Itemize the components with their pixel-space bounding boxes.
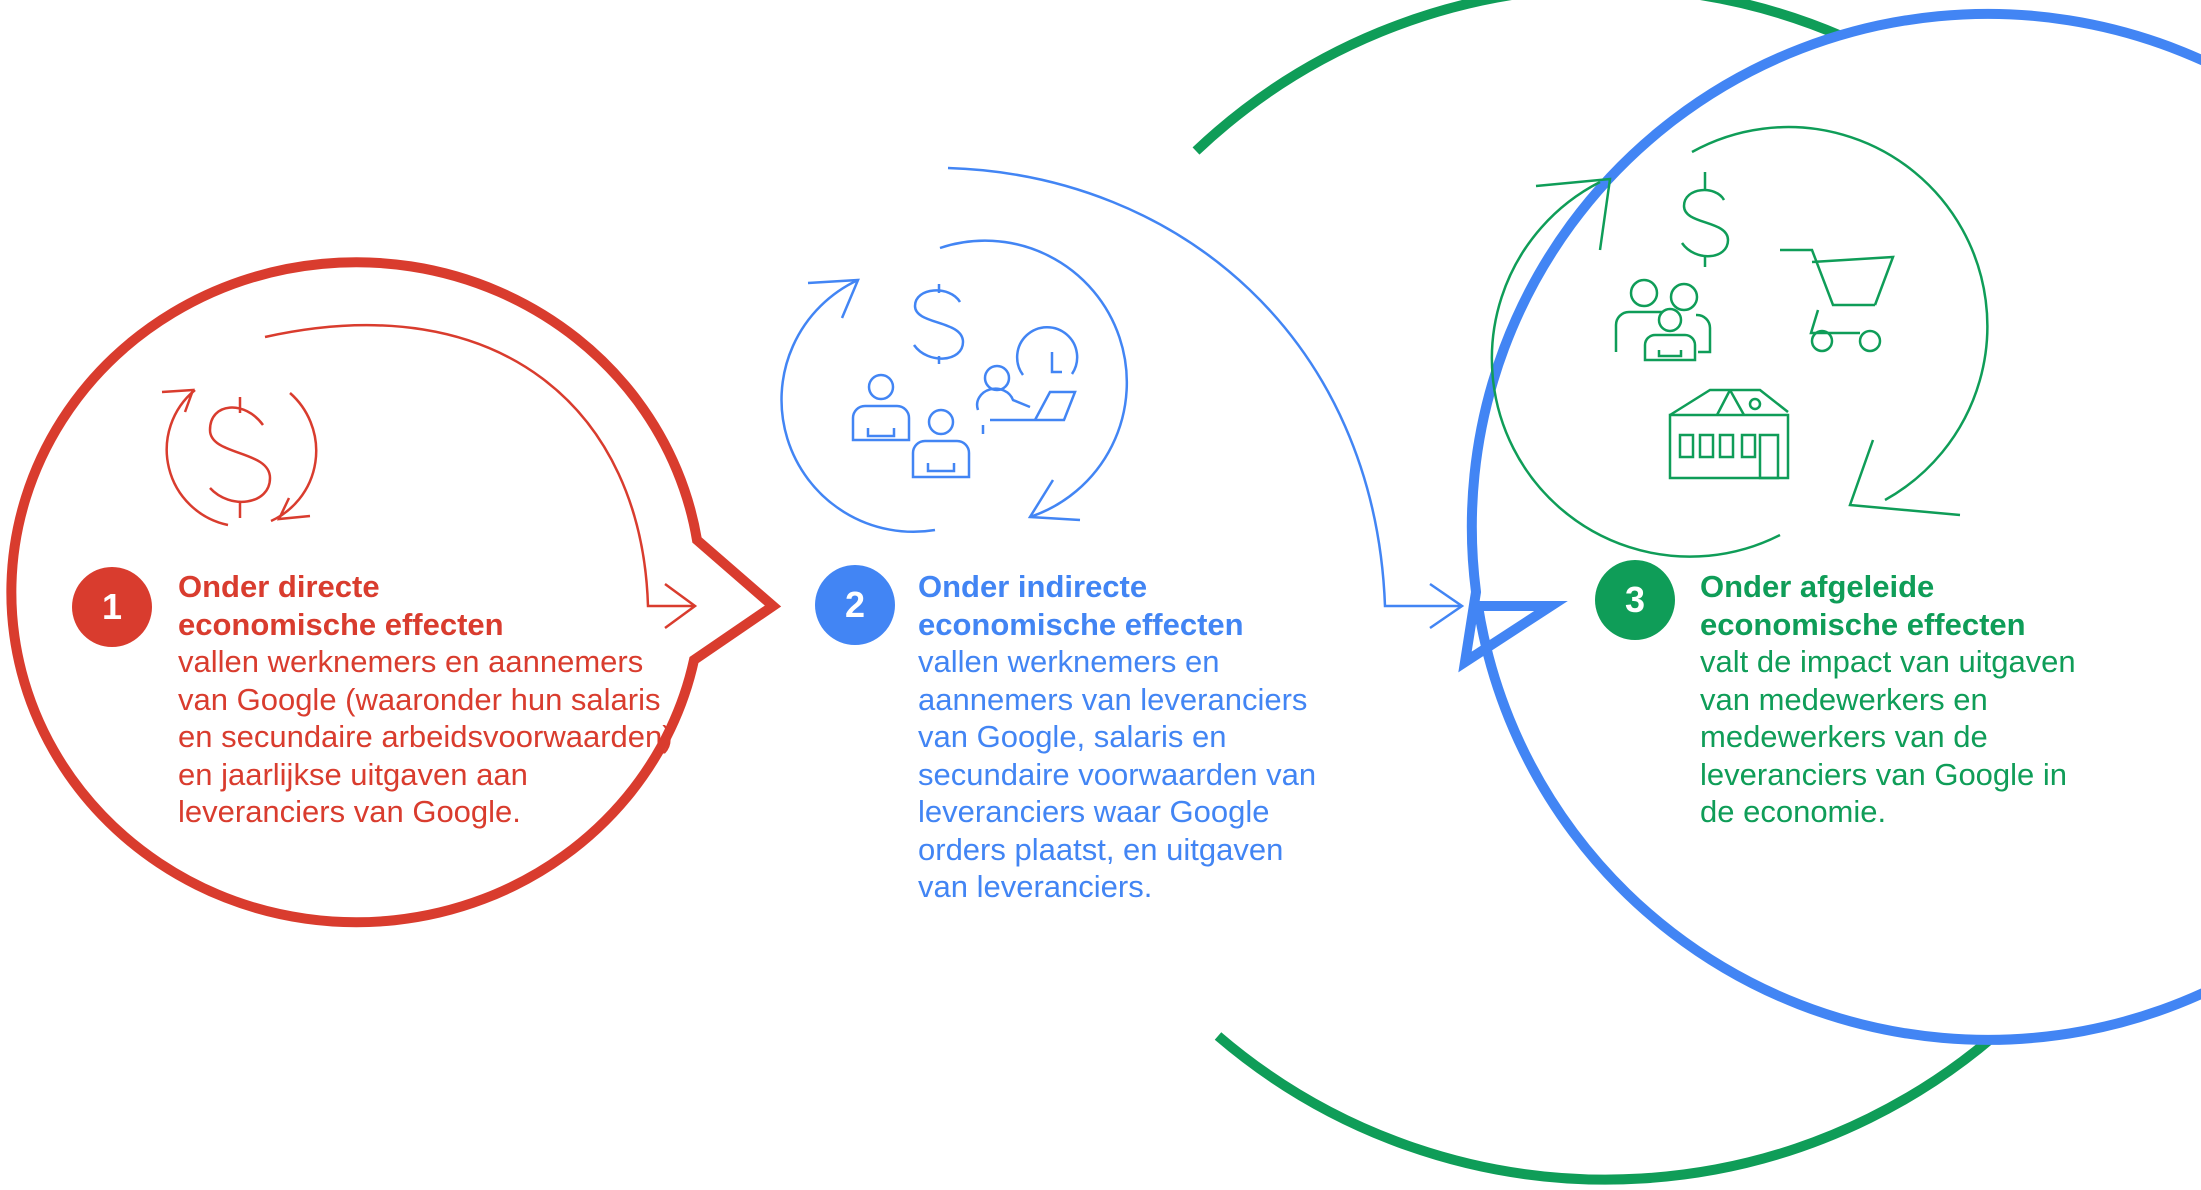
step-2-title: economische effecten (918, 606, 1244, 642)
circle-3-outline (1192, 0, 2201, 1185)
step-3-text: Onder afgeleide economische effecten val… (1700, 568, 2076, 831)
step-3-description: van medewerkers en (1700, 681, 1988, 717)
step-2-description: leveranciers waar Google (918, 794, 1270, 829)
step-1-description: en jaarlijkse uitgaven aan (178, 756, 528, 792)
people-icon (851, 373, 971, 479)
step-1-title: Onder directe (178, 569, 380, 604)
step-2-description: secundaire voorwaarden van (918, 756, 1317, 792)
step-1-description: vallen werknemers en aannemers (178, 644, 644, 679)
family-icon (1614, 278, 1712, 362)
step-1-number: 1 (101, 586, 123, 627)
flow-arrow-2-to-3 (947, 166, 1465, 630)
house-icon (1668, 388, 1790, 480)
step-3-description: leveranciers van Google in (1700, 756, 2068, 792)
step-2-description: orders plaatst, en uitgaven (918, 831, 1284, 867)
step-2-number: 2 (844, 584, 866, 625)
step-1-description: leveranciers van Google. (178, 794, 521, 829)
step-1-description: van Google (waaronder hun salaris (178, 681, 661, 717)
cycle-arrows-icon-2 (780, 239, 1129, 533)
step-1-title: economische effecten (178, 606, 504, 642)
step-2-badge: 2 (815, 565, 895, 645)
step-3-badge: 3 (1595, 560, 1675, 640)
dollar-icon (1680, 172, 1730, 267)
circle-1-outline (6, 257, 782, 928)
step-3-number: 3 (1624, 579, 1646, 620)
step-1-badge: 1 (72, 567, 152, 647)
step-3-title: economische effecten (1700, 606, 2026, 642)
step-2-text: Onder indirecte economische effecten val… (918, 568, 1316, 906)
step-2-description: van leveranciers. (918, 869, 1153, 904)
step-3-description: medewerkers van de (1700, 719, 1988, 754)
step-3-title: Onder afgeleide (1700, 569, 1935, 604)
step-2-title: Onder indirecte (918, 569, 1148, 604)
circle-2-outline (1458, 8, 2201, 1045)
dollar-cycle-icon (161, 388, 318, 527)
cycle-arrows-icon-3 (1490, 125, 1989, 558)
flow-arrow-1-to-2 (264, 323, 698, 630)
dollar-icon (912, 284, 965, 364)
step-2-description: aannemers van leveranciers (918, 681, 1308, 717)
step-2-description: van Google, salaris en (918, 719, 1227, 754)
step-1-description: en secundaire arbeidsvoorwaarden) (178, 719, 673, 754)
shopping-cart-icon (1780, 248, 1895, 353)
step-1-text: Onder directe economische effecten valle… (178, 568, 673, 831)
step-3-description: de economie. (1700, 794, 1887, 829)
person-laptop-clock-icon (975, 325, 1079, 434)
step-2-description: vallen werknemers en (918, 644, 1220, 679)
step-3-description: valt de impact van uitgaven (1700, 644, 2076, 679)
